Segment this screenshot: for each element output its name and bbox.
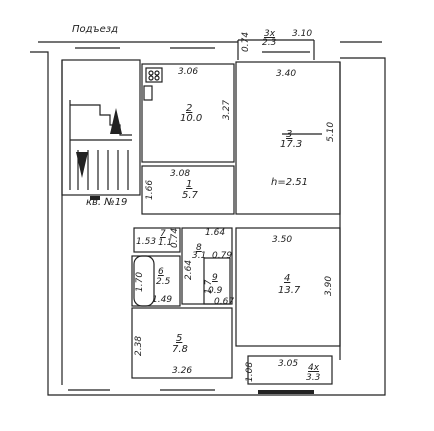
room-7-area: 1.1 <box>158 238 173 248</box>
room-4-area: 13.7 <box>278 285 301 296</box>
room-3-width: 3.40 <box>276 69 297 79</box>
room-6-area: 2.5 <box>156 277 171 287</box>
room-7-id: 7 <box>160 229 166 239</box>
room-9-width: 0.67 <box>214 297 235 307</box>
room-6-id: 6 <box>158 267 164 277</box>
room-5-area: 7.8 <box>172 344 188 355</box>
storage-gap: 1.7 <box>204 279 214 294</box>
balcony-4x-area: 3.3 <box>306 373 321 383</box>
room-9-area: 0.9 <box>208 286 223 296</box>
room-3-area: 17.3 <box>280 139 303 150</box>
room-3-outline <box>235 61 341 215</box>
balcony-4x-depth: 1.08 <box>245 361 255 382</box>
room-2-id: 2 <box>186 103 193 114</box>
room-4-outline <box>235 227 341 347</box>
room-1-outline <box>141 165 235 215</box>
balcony-3x-width: 3.10 <box>292 29 313 39</box>
room-5-id: 5 <box>176 333 183 344</box>
room-5-depth: 2.38 <box>134 335 144 356</box>
stair-arrow-up-icon <box>110 108 122 134</box>
balcony-4x-id: 4х <box>308 363 320 373</box>
room-4-depth: 3.90 <box>324 275 334 296</box>
room-7-width: 1.53 <box>136 237 157 247</box>
room-8-area: 3.1 <box>192 251 207 261</box>
room-2-depth: 3.27 <box>222 99 232 120</box>
stove <box>145 67 163 83</box>
room-1-id: 1 <box>186 179 193 190</box>
room-8-depth: 2.64 <box>184 259 194 280</box>
room-4-width: 3.50 <box>272 235 293 245</box>
room-2-outline <box>141 63 235 163</box>
balcony-3x-id: 3х <box>264 29 276 39</box>
room-3-id: 3 <box>286 129 293 140</box>
room-1-area: 5.7 <box>182 190 198 201</box>
room-5-outline <box>131 307 233 379</box>
balcony-3x-depth: 0.74 <box>241 31 251 52</box>
wc-depth: 0.74 <box>170 227 180 248</box>
room-5-width: 3.26 <box>172 366 193 376</box>
apartment-number: кв. №19 <box>86 197 128 208</box>
entrance-door-mark <box>90 196 100 200</box>
room-7-outline <box>133 227 181 253</box>
balcony-door-mark <box>258 390 314 394</box>
room-8-width: 0.79 <box>212 251 233 261</box>
room-8-id: 8 <box>196 243 202 253</box>
staircase <box>61 59 141 196</box>
outer-wall <box>30 41 386 396</box>
room-1-depth: 1.66 <box>145 179 155 200</box>
balcony-4x-outline <box>247 355 333 385</box>
stair-arrow-down-icon <box>76 152 88 178</box>
stair-steps <box>69 100 132 190</box>
windows <box>68 47 310 391</box>
room-6-depth: 1.70 <box>135 271 145 292</box>
room-8-outline <box>181 227 233 305</box>
room-6-outline <box>131 255 181 307</box>
ceiling-height: h=2.51 <box>271 177 308 188</box>
balcony-3x-area: 2.3 <box>262 38 277 48</box>
room-6-width: 1.49 <box>152 295 173 305</box>
corridor-width: 1.64 <box>205 228 226 238</box>
balcony-4x-width: 3.05 <box>278 359 299 369</box>
room-4-id: 4 <box>284 273 291 284</box>
room-1-width: 3.08 <box>170 169 191 179</box>
room-9-id: 9 <box>212 273 218 283</box>
room-2-area: 10.0 <box>180 113 203 124</box>
entrance-label: Подъезд <box>72 24 119 35</box>
room-2-width: 3.06 <box>178 67 199 77</box>
room-3-depth: 5.10 <box>326 121 336 142</box>
outer-wall-inner <box>61 60 341 385</box>
sink <box>143 85 153 101</box>
